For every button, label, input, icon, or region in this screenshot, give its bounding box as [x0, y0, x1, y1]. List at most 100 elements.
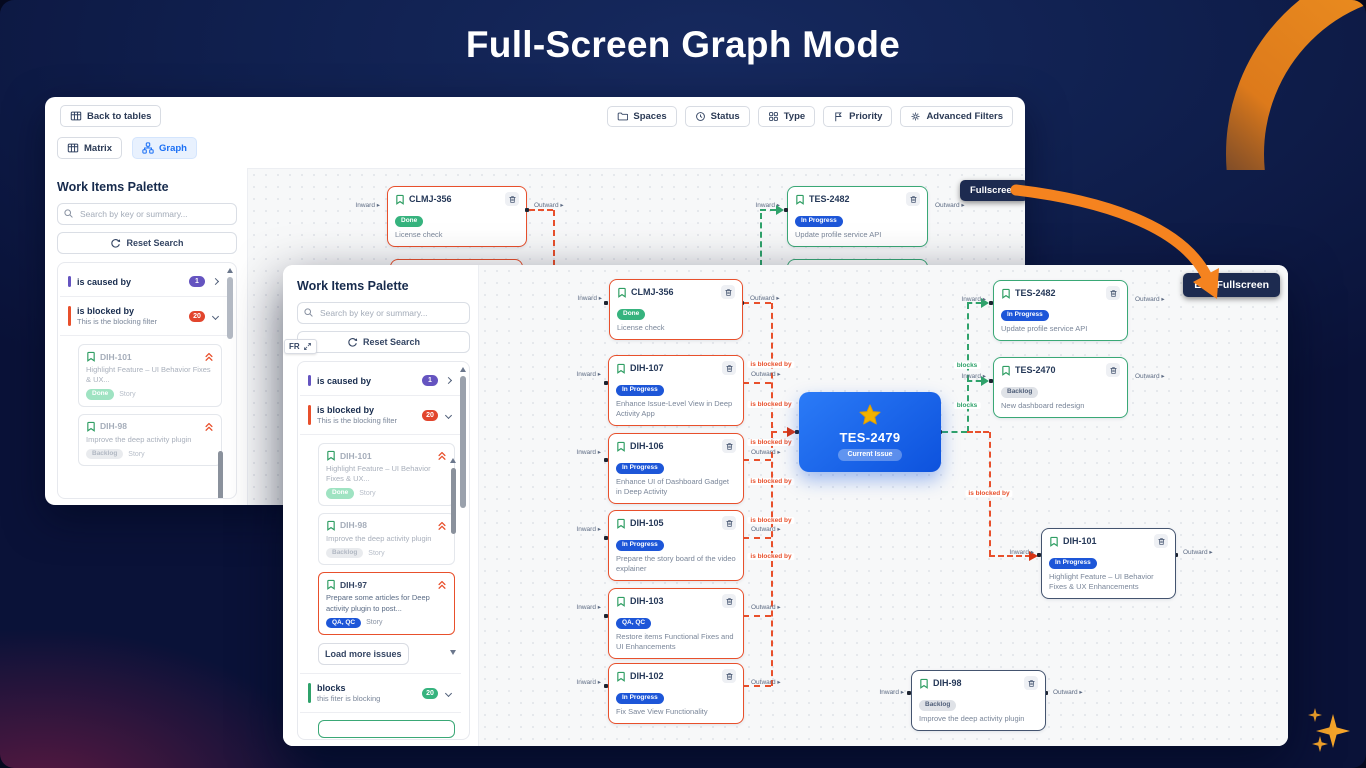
- delete-node-button[interactable]: [722, 439, 736, 453]
- graph-node-tes-2479-current[interactable]: TES-2479 Current Issue: [799, 392, 941, 472]
- delete-node-button[interactable]: [722, 361, 736, 375]
- load-more-issues-button[interactable]: Load more issues: [318, 643, 409, 666]
- scroll-up-icon[interactable]: [227, 268, 233, 273]
- edge: [967, 302, 981, 304]
- chevron-down-icon[interactable]: [444, 689, 453, 697]
- graph-node-dih-102[interactable]: Inward ▸ Outward ▸ DIH-102 In Progress F…: [576, 663, 781, 725]
- relation-section-is-blocked-by[interactable]: is blocked by This is the blocking filte…: [66, 297, 222, 335]
- status-badge: Backlog: [1001, 387, 1039, 398]
- gear-icon: [910, 111, 921, 122]
- graph-node-dih-103[interactable]: Inward ▸ Outward ▸ DIH-103 QA, QC Restor…: [576, 588, 781, 660]
- fr-panel-tag[interactable]: FR: [284, 339, 317, 354]
- graph-node-dih-101[interactable]: Inward ▸ Outward ▸ DIH-101 In Progress H…: [1009, 528, 1213, 600]
- node-key: CLMJ-356: [631, 287, 674, 297]
- delete-node-button[interactable]: [1106, 286, 1120, 300]
- graph-node-dih-105[interactable]: Inward ▸ Outward ▸ DIH-105 In Progress P…: [576, 510, 781, 582]
- type-filter-button[interactable]: Type: [757, 105, 816, 127]
- section-count-badge: 1: [422, 375, 438, 386]
- relation-section-is-caused-by[interactable]: is caused by 1: [306, 366, 455, 395]
- edge-label: is blocked by: [747, 401, 795, 408]
- section-label: is blocked by: [317, 405, 375, 415]
- graph-node-clmj-356[interactable]: Inward ▸ Outward ▸ CLMJ-356 Done License…: [577, 279, 780, 341]
- tab-graph[interactable]: Graph: [131, 137, 197, 159]
- outward-label: Outward ▸: [935, 202, 965, 209]
- graph-node-clmj-356[interactable]: Inward ▸ Outward ▸ CLMJ-356 Done License…: [355, 186, 564, 248]
- delete-node-button[interactable]: [722, 669, 736, 683]
- relation-section-is-blocked-by[interactable]: is blocked by This is the blocking filte…: [306, 396, 455, 434]
- chevron-down-icon[interactable]: [444, 411, 453, 419]
- inward-label: Inward ▸: [755, 202, 780, 209]
- edge-label: is blocked by: [747, 478, 795, 485]
- item-summary: Improve the deep activity plugin: [86, 434, 192, 444]
- node-key: DIH-103: [630, 596, 664, 606]
- edge-port: [604, 684, 608, 688]
- spaces-filter-button[interactable]: Spaces: [607, 105, 677, 127]
- inward-label: Inward ▸: [577, 295, 602, 302]
- edge-arrow: [787, 427, 796, 437]
- scroll-up-icon[interactable]: [450, 458, 456, 463]
- reset-search-label: Reset Search: [126, 238, 184, 248]
- edge: [743, 615, 771, 617]
- bookmark-icon: [795, 194, 805, 205]
- node-key: DIH-105: [630, 518, 664, 528]
- palette-item-dih-101[interactable]: DIH-101 Highlight Feature – UI Behavior …: [78, 344, 222, 407]
- back-to-tables-button[interactable]: Back to tables: [60, 105, 162, 127]
- fullscreen-button[interactable]: Fullscreen: [960, 180, 1025, 201]
- scroll-up-icon[interactable]: [460, 367, 466, 372]
- node-summary: License check: [395, 230, 443, 239]
- scroll-down-icon[interactable]: [450, 650, 456, 655]
- graph-node-dih-98[interactable]: Inward ▸ Outward ▸ DIH-98 Backlog Improv…: [879, 670, 1083, 732]
- node-key: DIH-106: [630, 441, 664, 451]
- fullscreen-graph-canvas[interactable]: Exit Fullscreen: [478, 265, 1288, 746]
- delete-node-button[interactable]: [1024, 676, 1038, 690]
- chevron-right-icon[interactable]: [444, 376, 453, 385]
- priority-filter-button[interactable]: Priority: [823, 105, 893, 127]
- relation-section-is-caused-by[interactable]: is caused by 1: [66, 267, 222, 296]
- palette-item-dih-98[interactable]: DIH-98 Improve the deep activity plugin …: [78, 413, 222, 467]
- advanced-filters-button[interactable]: Advanced Filters: [900, 105, 1013, 127]
- node-key: TES-2482: [809, 194, 850, 204]
- palette-item-dih-97[interactable]: DIH-97 Prepare some articles for Deep ac…: [318, 572, 455, 636]
- graph-node-tes-2482[interactable]: Inward ▸ Outward ▸ TES-2482 In Progress …: [961, 280, 1165, 342]
- delete-node-button[interactable]: [1106, 363, 1120, 377]
- edge: [967, 380, 981, 382]
- edge: [743, 537, 771, 539]
- delete-node-button[interactable]: [722, 594, 736, 608]
- palette-item-dih-101[interactable]: DIH-101 Highlight Feature – UI Behavior …: [318, 443, 455, 506]
- section-subtitle: this fiter is blocking: [317, 694, 381, 704]
- partial-item: [318, 720, 455, 739]
- bookmark-icon: [1049, 536, 1059, 547]
- graph-node-dih-107[interactable]: Inward ▸ Outward ▸ DIH-107 In Progress E…: [576, 355, 781, 427]
- delete-node-button[interactable]: [1154, 534, 1168, 548]
- status-filter-button[interactable]: Status: [684, 105, 750, 127]
- graph-node-tes-2470[interactable]: Inward ▸ Outward ▸ TES-2470 Backlog New …: [961, 357, 1165, 419]
- scrollbar-thumb[interactable]: [451, 468, 456, 534]
- delete-node-button[interactable]: [721, 285, 735, 299]
- scrollbar-thumb[interactable]: [227, 277, 233, 339]
- chevron-down-icon[interactable]: [211, 312, 220, 320]
- node-summary: Improve the deep activity plugin: [919, 714, 1025, 723]
- inward-label: Inward ▸: [961, 373, 986, 380]
- chevron-right-icon[interactable]: [211, 277, 220, 286]
- palette-item-dih-98[interactable]: DIH-98 Improve the deep activity plugin …: [318, 512, 455, 566]
- reset-search-button[interactable]: Reset Search: [57, 232, 237, 254]
- relation-section-blocks[interactable]: blocks this fiter is blocking 20: [306, 674, 455, 712]
- delete-node-button[interactable]: [722, 516, 736, 530]
- inward-label: Inward ▸: [1009, 549, 1034, 556]
- delete-node-button[interactable]: [505, 192, 519, 206]
- bookmark-icon: [86, 351, 96, 362]
- delete-node-button[interactable]: [906, 192, 920, 206]
- node-summary: Highlight Feature – UI Behavior Fixes & …: [1049, 572, 1154, 592]
- palette-search-input[interactable]: [57, 203, 237, 225]
- tab-matrix[interactable]: Matrix: [57, 137, 122, 159]
- palette-search-input[interactable]: [297, 302, 470, 324]
- graph-node-tes-2482[interactable]: Inward ▸ Outward ▸ TES-2482 In Progress …: [755, 186, 965, 248]
- exit-fullscreen-button[interactable]: Exit Fullscreen: [1183, 273, 1280, 297]
- scrollbar-thumb[interactable]: [460, 376, 466, 508]
- edge-port: [989, 379, 993, 383]
- status-badge: QA, QC: [326, 617, 362, 629]
- scrollbar-thumb[interactable]: [218, 451, 223, 498]
- section-accent: [308, 375, 311, 386]
- graph-node-dih-106[interactable]: Inward ▸ Outward ▸ DIH-106 In Progress E…: [576, 433, 781, 505]
- reset-search-button[interactable]: Reset Search: [297, 331, 470, 353]
